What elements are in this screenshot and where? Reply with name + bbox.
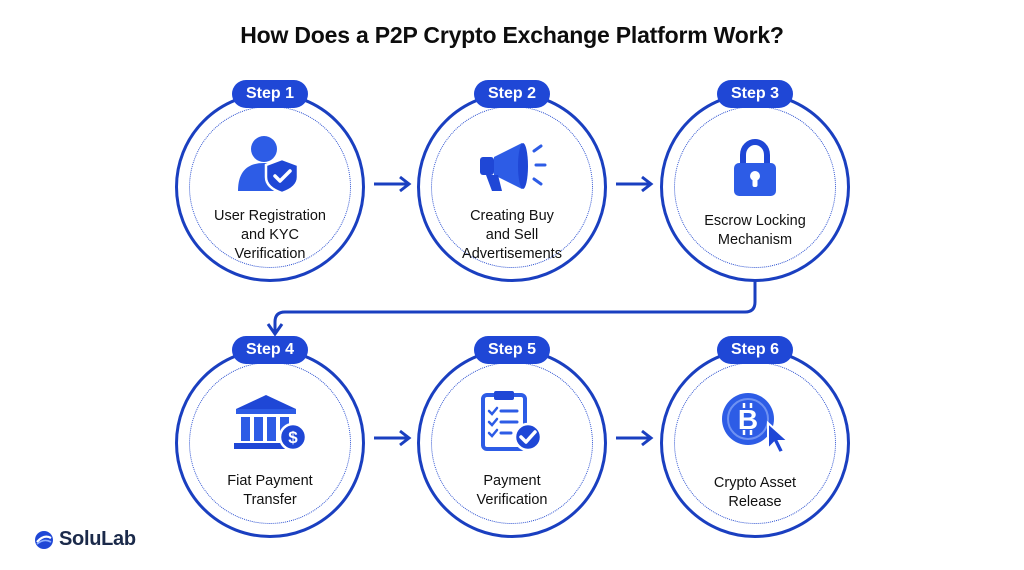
bank-dollar-icon: $ (230, 391, 310, 460)
step-5-circle: Step 5 Payment Verification (417, 336, 607, 538)
step-1-badge: Step 1 (231, 80, 309, 108)
arrow-step-1-to-2 (374, 175, 412, 193)
arrow-step-2-to-3 (616, 175, 654, 193)
solulab-logo-icon (35, 530, 53, 549)
step-6-label: Crypto Asset Release (713, 475, 797, 510)
step-1-circle: Step 1 User Registration and KYC Verific… (175, 80, 365, 282)
step-5-label: Payment Verification (476, 473, 548, 508)
step-1-label: User Registration and KYC Verification (213, 208, 326, 262)
page-title: How Does a P2P Crypto Exchange Platform … (240, 22, 784, 48)
step-2-label: Creating Buy and Sell Advertisements (462, 208, 562, 262)
bitcoin-cursor-icon: B (718, 391, 792, 460)
step-5-badge: Step 5 (473, 336, 551, 364)
svg-text:$: $ (288, 428, 298, 447)
svg-text:B: B (738, 404, 758, 435)
step-6-circle: Step 6 B Crypto Asset Release (660, 336, 850, 538)
connector-step-3-to-4 (266, 282, 757, 337)
megaphone-icon (474, 137, 550, 202)
step-3-label: Escrow Locking Mechanism (704, 213, 806, 248)
clipboard-check-icon (477, 389, 547, 460)
step-4-label: Fiat Payment Transfer (227, 473, 313, 508)
step-3-circle: Step 3 Escrow Locking Mechanism (660, 80, 850, 282)
step-4-badge: Step 4 (231, 336, 309, 364)
solulab-logo-text: SoluLab (59, 528, 136, 550)
arrow-step-5-to-6 (616, 429, 654, 447)
step-2-circle: Step 2 Creating Buy and Sell Advertiseme… (417, 80, 607, 282)
step-3-badge: Step 3 (716, 80, 794, 108)
solulab-logo: SoluLab (34, 528, 136, 551)
arrow-step-4-to-5 (374, 429, 412, 447)
step-2-badge: Step 2 (473, 80, 551, 108)
user-shield-icon (234, 133, 306, 200)
padlock-icon (730, 138, 780, 204)
step-6-badge: Step 6 (716, 336, 794, 364)
step-4-circle: Step 4 $ Fiat Payment Transfer (175, 336, 365, 538)
